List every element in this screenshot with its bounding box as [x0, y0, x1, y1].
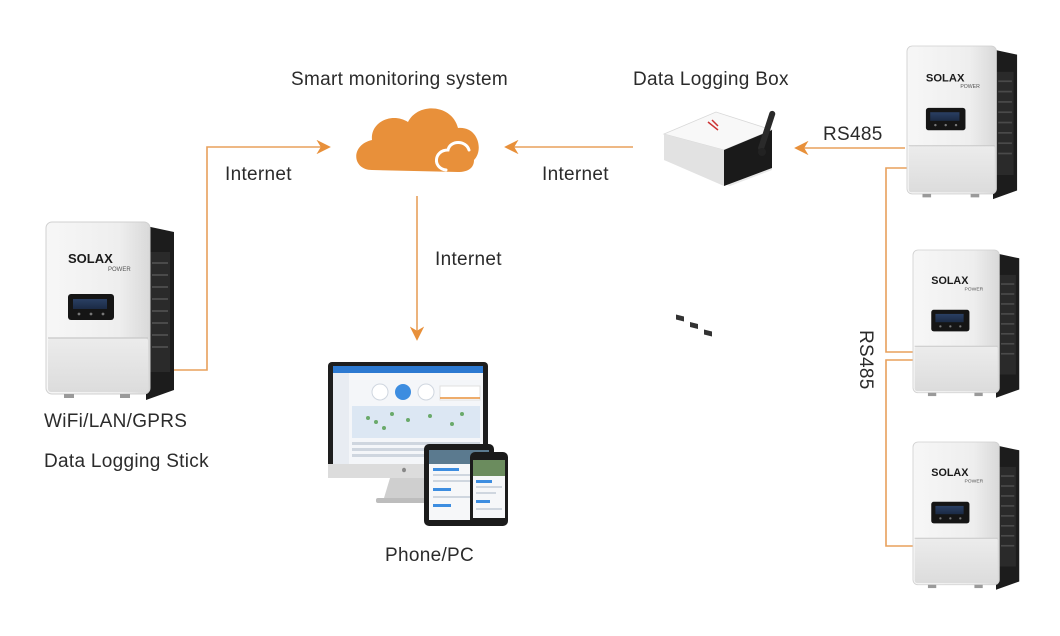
label-internet-down: Internet [435, 249, 502, 270]
phone [470, 452, 508, 526]
brand-sub: POWER [964, 479, 983, 485]
inverter-right-middle: SOLAX POWER [912, 249, 1020, 399]
label-internet-right: Internet [542, 164, 609, 185]
inverter-left: SOLAX POWER [45, 221, 175, 401]
data-logging-box [662, 110, 776, 337]
brand-logo: SOLAX [68, 251, 113, 266]
connector-stick-to-cloud [172, 139, 331, 371]
brand-sub: POWER [108, 267, 131, 273]
connector-rs485-chain-upper [885, 167, 913, 353]
brand-sub: POWER [960, 84, 980, 90]
brand-logo: SOLAX [931, 275, 969, 287]
label-data-logging-stick: Data Logging Stick [44, 451, 209, 472]
inverter-right-top: SOLAX POWER [906, 45, 1018, 200]
label-rs485-vertical: RS485 [855, 330, 876, 390]
brand-sub: POWER [964, 287, 983, 293]
connector-rs485-chain-lower [885, 359, 913, 547]
label-smart-monitoring: Smart monitoring system [291, 69, 509, 90]
label-phone-pc: Phone/PC [385, 545, 475, 566]
label-internet-left: Internet [225, 164, 292, 185]
label-wifi-lan-gprs: WiFi/LAN/GPRS [44, 411, 188, 432]
label-rs485-top: RS485 [823, 124, 883, 145]
brand-logo: SOLAX [926, 72, 965, 84]
brand-logo: SOLAX [931, 467, 969, 479]
inverter-right-bottom: SOLAX POWER [912, 441, 1020, 591]
devices-illustration [328, 362, 508, 526]
cloud-icon [356, 108, 479, 172]
label-data-logging-box: Data Logging Box [633, 69, 789, 90]
